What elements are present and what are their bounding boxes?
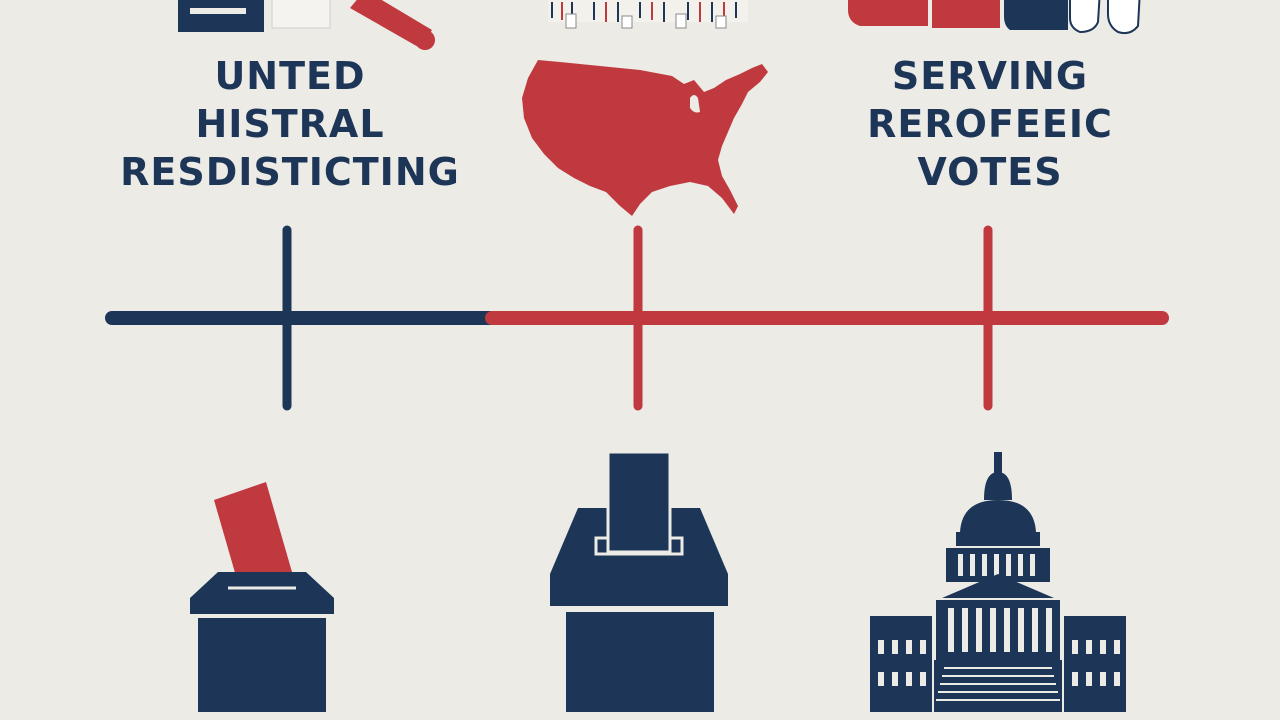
left-heading-line-2: HISTRAL: [195, 102, 385, 146]
left-heading: UNTED HISTRAL RESDISTICTING: [100, 52, 480, 196]
right-heading-line-2: REROFEEIC: [867, 102, 1113, 146]
ballot-box-icon: [550, 450, 728, 712]
people-crowd-icon: [548, 0, 748, 29]
ballot-card-icon: [178, 0, 435, 50]
right-heading: SERVING REROFEEIC VOTES: [840, 52, 1140, 196]
us-map-icon: [522, 60, 768, 216]
left-heading-line-1: UNTED: [214, 54, 366, 98]
capitol-building-icon: [870, 452, 1126, 712]
ballot-box-icon: [190, 482, 334, 712]
right-heading-line-3: VOTES: [917, 150, 1063, 194]
right-heading-line-1: SERVING: [891, 54, 1089, 98]
timeline: [105, 225, 1169, 411]
left-heading-line-3: RESDISTICTING: [120, 150, 460, 194]
people-bust-icon: [848, 0, 1141, 35]
